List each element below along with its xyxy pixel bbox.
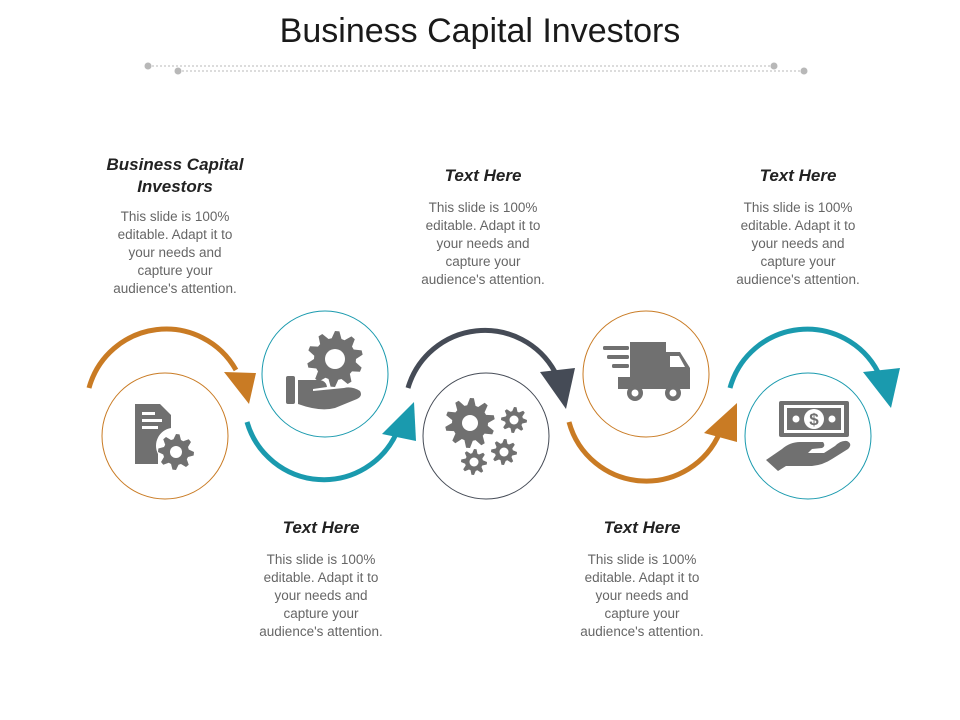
title-divider [148,65,804,72]
gears-icon [445,398,527,475]
step-2-text: Text Here This slide is 100% editable. A… [236,517,406,641]
gear-hole [499,447,509,457]
arrow-5 [727,326,881,389]
step-5-text: Text Here This slide is 100% editable. A… [713,165,883,289]
title-divider-dots [144,62,808,75]
gear-hole [170,446,182,458]
step-3-heading: Text Here [444,166,522,185]
step-5-heading: Text Here [759,166,837,185]
arrow-1-head [224,372,256,404]
gear-hole [509,415,519,425]
document-gear-icon [135,404,194,470]
delivery-truck-icon [603,342,690,401]
svg-text:$: $ [809,410,819,429]
arrow-3 [405,327,558,389]
step-5-body: This slide is 100% editable. Adapt it to… [736,200,860,287]
step-1-circle [101,372,229,500]
step-4-text: Text Here This slide is 100% editable. A… [557,517,727,641]
step-4-body: This slide is 100% editable. Adapt it to… [580,552,704,639]
step-1-heading: Business Capital Investors [106,155,244,196]
arrow-4-head [704,403,737,442]
arrow-5-head [863,368,900,408]
step-4-heading: Text Here [603,518,681,537]
hand-gear-icon [286,331,363,410]
page-title: Business Capital Investors [279,12,681,50]
arrow-2 [244,421,400,483]
step-2-body: This slide is 100% editable. Adapt it to… [259,552,383,639]
step-3-body: This slide is 100% editable. Adapt it to… [421,200,545,287]
gear-hole [462,415,478,431]
arrow-2-head [382,402,416,441]
step-1-text: Business Capital Investors This slide is… [90,154,260,298]
arrow-1 [86,326,239,389]
hand-money-icon: $ [766,401,851,471]
step-1-body: This slide is 100% editable. Adapt it to… [113,209,237,296]
step-2-heading: Text Here [282,518,360,537]
arrow-3-head [540,368,575,409]
step-3-text: Text Here This slide is 100% editable. A… [398,165,568,289]
gear-hole [469,457,479,467]
arrow-4 [566,421,723,484]
gear-hole [325,349,345,369]
step-3-circle [422,372,550,500]
